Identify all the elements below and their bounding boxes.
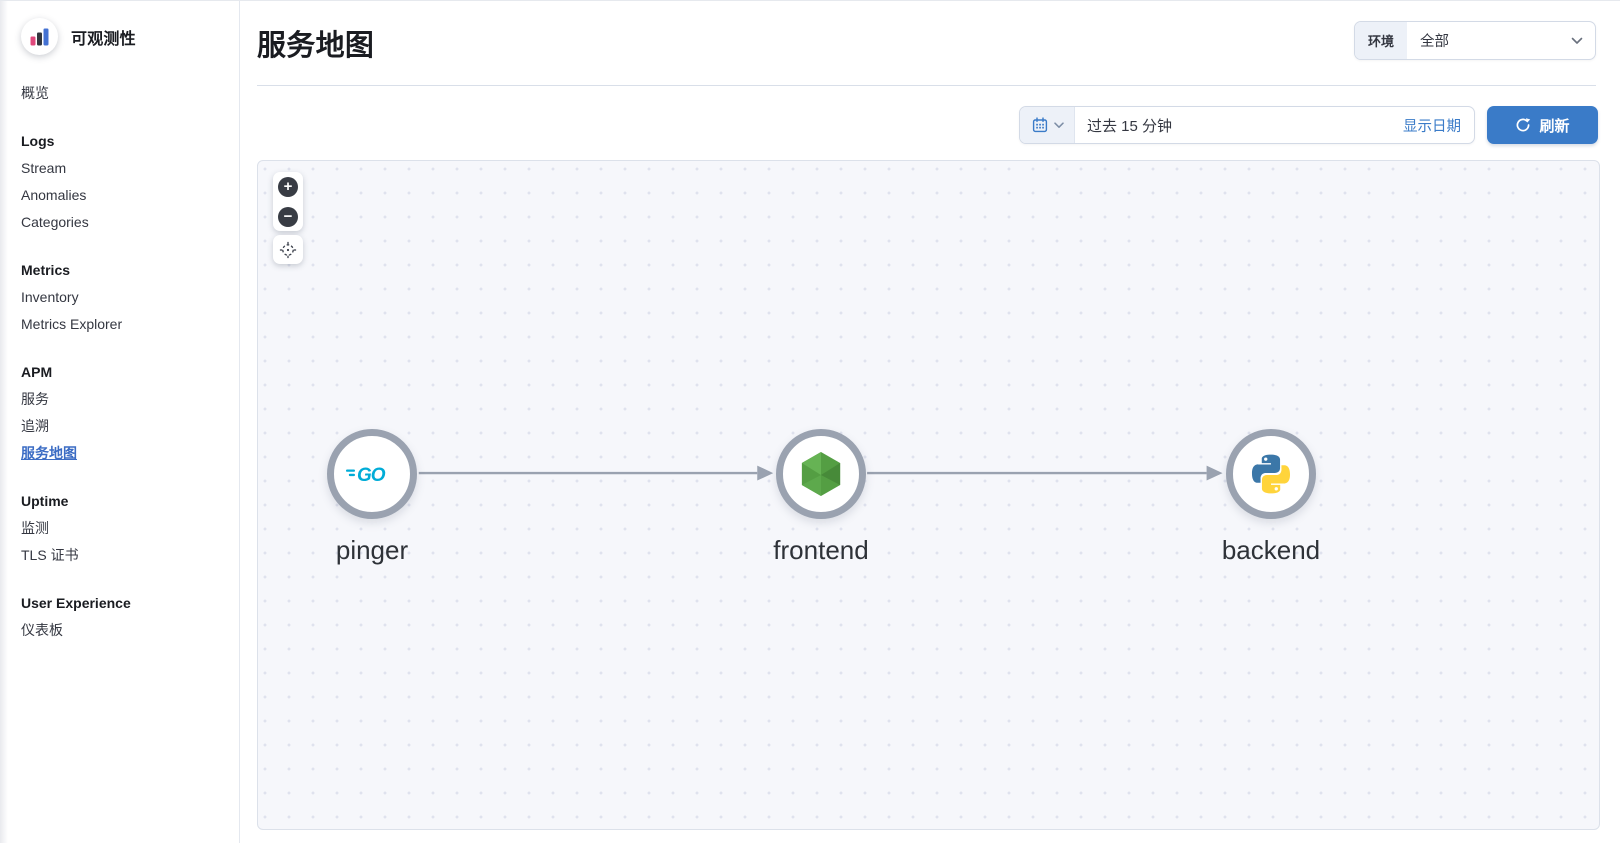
- nav-section-title-uptime: Uptime: [21, 493, 69, 509]
- service-node-frontend[interactable]: [776, 429, 866, 519]
- refresh-icon: [1517, 118, 1531, 132]
- nav-section-logs: Logs Stream Anomalies Categories: [21, 128, 221, 236]
- service-node-pinger[interactable]: GO: [327, 429, 417, 519]
- service-node-label: pinger: [335, 535, 409, 565]
- center-map-button[interactable]: [273, 235, 303, 264]
- date-picker: 过去 15 分钟 显示日期: [1019, 106, 1475, 144]
- observability-logo-icon: [21, 18, 58, 55]
- nav-section-title-logs: Logs: [21, 133, 55, 149]
- header-divider: [257, 85, 1596, 86]
- refresh-button[interactable]: 刷新: [1487, 106, 1598, 144]
- zoom-out-button[interactable]: −: [278, 207, 298, 227]
- side-nav: 概览 Logs Stream Anomalies Categories Metr…: [21, 80, 221, 644]
- svg-text:GO: GO: [357, 465, 386, 486]
- nav-section-title-apm: APM: [21, 364, 53, 380]
- page-title: 服务地图: [257, 30, 375, 62]
- nav-section-metrics: Metrics Inventory Metrics Explorer: [21, 257, 221, 338]
- sidebar-item-stream[interactable]: Stream: [21, 160, 67, 176]
- sidebar-item-dashboard[interactable]: 仪表板: [21, 622, 63, 638]
- arrowhead-icon: [757, 465, 774, 481]
- time-range-button[interactable]: 过去 15 分钟: [1087, 117, 1173, 135]
- nav-section-title-metrics: Metrics: [21, 262, 71, 278]
- map-zoom-controls: + −: [273, 172, 303, 231]
- nav-section-title-user-experience: User Experience: [21, 595, 131, 611]
- sidebar-item-categories[interactable]: Categories: [21, 214, 89, 230]
- nav-section-user-experience: User Experience 仪表板: [21, 590, 221, 644]
- crosshair-icon: [279, 241, 297, 258]
- app-title: 可观测性: [71, 30, 136, 48]
- environment-select-label: 环境: [1355, 22, 1408, 59]
- service-node-label: backend: [1221, 535, 1321, 565]
- sidebar-item-service-map[interactable]: 服务地图: [21, 445, 77, 461]
- sidebar-item-traces[interactable]: 追溯: [21, 418, 49, 434]
- calendar-icon: [1032, 117, 1048, 133]
- python-icon: [1251, 454, 1291, 494]
- brand-home-link[interactable]: 可观测性: [21, 18, 221, 55]
- time-toolbar: 过去 15 分钟 显示日期 刷新: [1019, 106, 1598, 144]
- sidebar-item-anomalies[interactable]: Anomalies: [21, 187, 87, 203]
- show-dates-link[interactable]: 显示日期: [1403, 118, 1461, 135]
- arrowhead-icon: [1206, 465, 1223, 481]
- sidebar-item-monitors[interactable]: 监测: [21, 520, 49, 536]
- main-content: 服务地图 环境 全部: [240, 0, 1620, 843]
- sidebar-item-services[interactable]: 服务: [21, 391, 49, 407]
- sidebar-item-inventory[interactable]: Inventory: [21, 289, 79, 305]
- sidebar-item-overview[interactable]: 概览: [21, 85, 49, 101]
- refresh-button-label: 刷新: [1539, 117, 1570, 135]
- nav-section-apm: APM 服务 追溯 服务地图: [21, 359, 221, 467]
- nav-section-uptime: Uptime 监测 TLS 证书: [21, 488, 221, 569]
- sidebar-item-metrics-explorer[interactable]: Metrics Explorer: [21, 316, 123, 332]
- service-node-backend[interactable]: [1226, 429, 1316, 519]
- chevron-down-icon: [1571, 37, 1583, 45]
- go-icon: GO: [346, 465, 387, 486]
- window-edge-shade: [0, 0, 8, 843]
- zoom-in-button[interactable]: +: [278, 177, 298, 197]
- sidebar: 可观测性 概览 Logs Stream Anomalies Categories…: [0, 0, 240, 843]
- environment-select[interactable]: 环境 全部: [1354, 21, 1596, 60]
- date-quick-select-button[interactable]: [1020, 107, 1075, 143]
- chevron-down-icon: [1054, 121, 1064, 128]
- sidebar-item-tls-certificates[interactable]: TLS 证书: [21, 547, 79, 563]
- service-map-edges: [418, 465, 1223, 481]
- top-divider: [0, 0, 1620, 1]
- nodejs-icon: [801, 452, 841, 496]
- environment-select-value: 全部: [1420, 34, 1450, 50]
- service-node-label: frontend: [773, 535, 869, 565]
- service-map-canvas[interactable]: + −: [257, 160, 1600, 830]
